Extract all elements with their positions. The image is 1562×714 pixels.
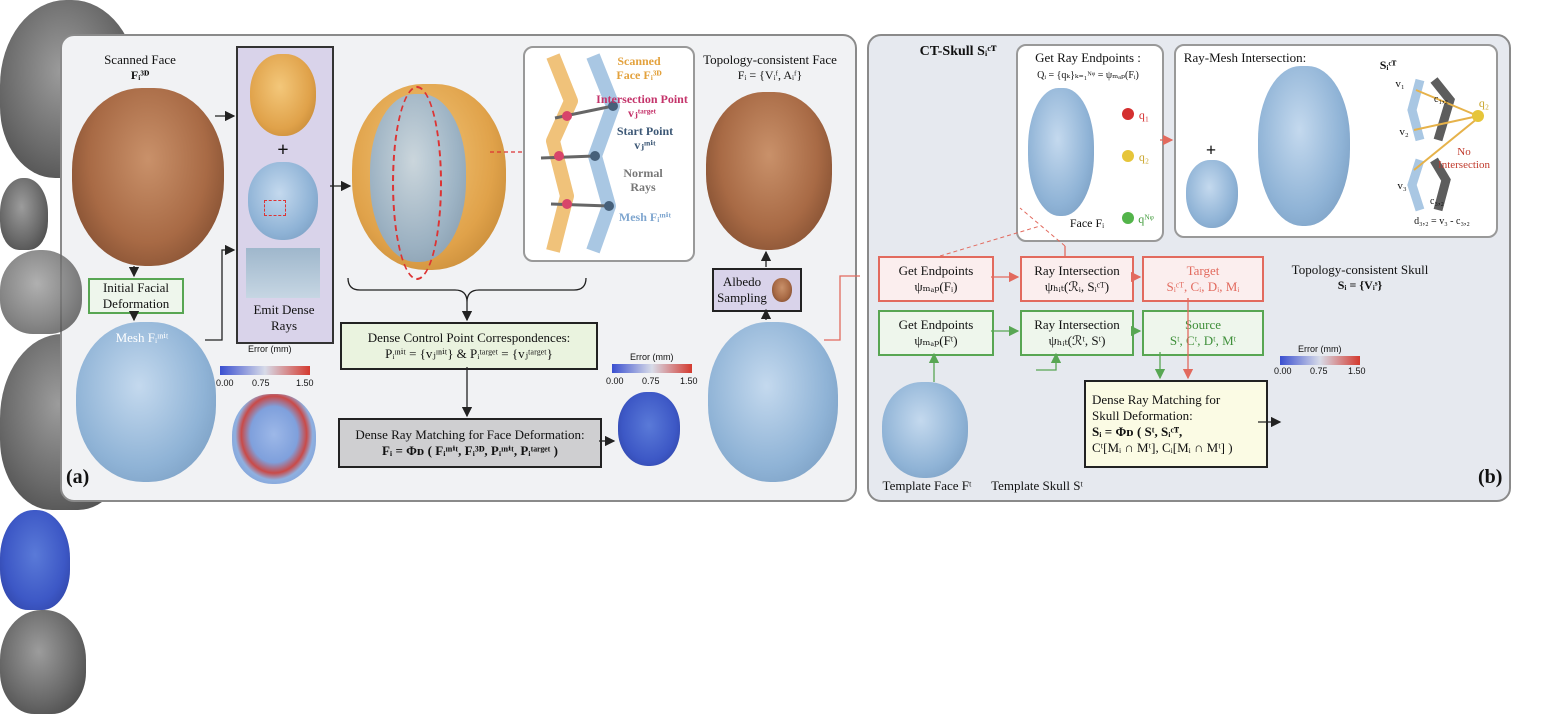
panel-b-arrows — [860, 0, 1560, 533]
ray-mesh-large-skull — [0, 250, 82, 334]
template-skull-image — [0, 610, 86, 714]
panel-a-arrows — [0, 0, 860, 533]
